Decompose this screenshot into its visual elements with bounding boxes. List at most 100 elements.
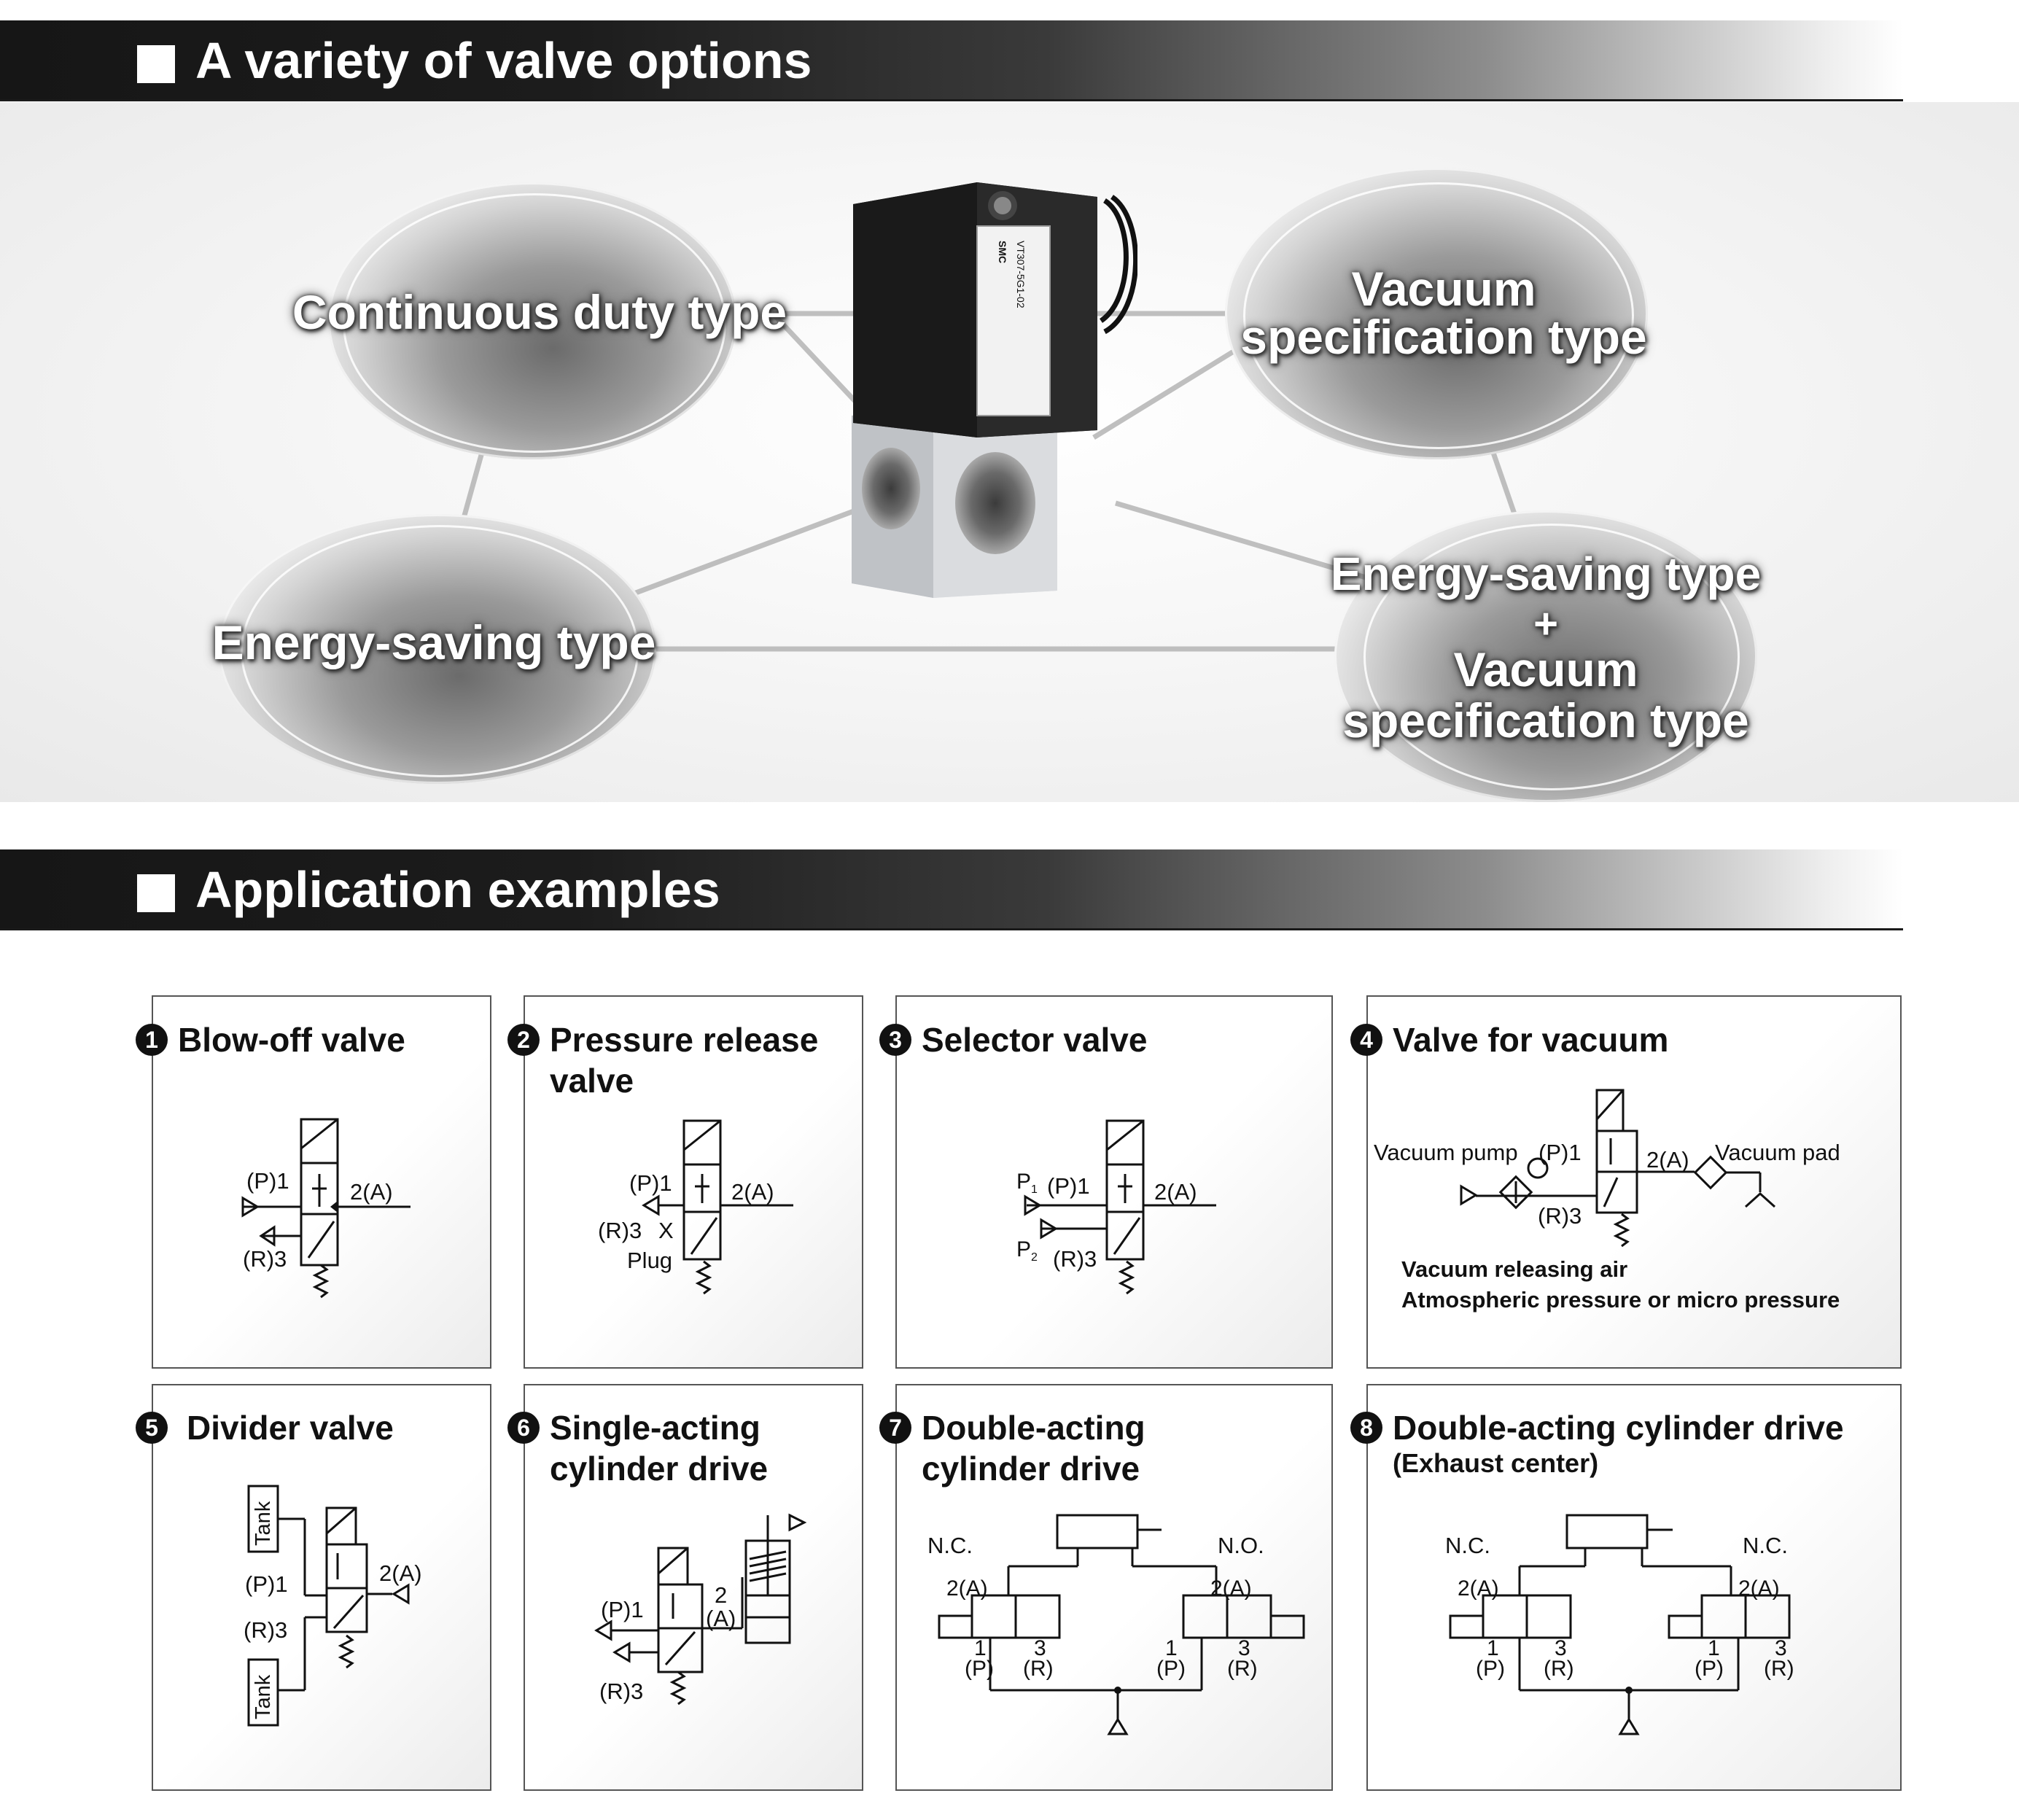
- card-title-line1: Single-acting: [550, 1409, 760, 1447]
- example-number: 3: [879, 1024, 911, 1056]
- no-label: N.O.: [1218, 1533, 1264, 1558]
- card-blow-off-valve: [152, 995, 491, 1369]
- port-3-left: 3: [1034, 1636, 1046, 1660]
- card-title: Divider valve: [187, 1409, 394, 1447]
- section-title: A variety of valve options: [195, 32, 812, 89]
- example-number: 4: [1350, 1024, 1382, 1056]
- port-r-right: (R): [1764, 1657, 1794, 1681]
- tank-label-bottom: Tank: [252, 1674, 275, 1719]
- port-3-left: 3: [1555, 1636, 1567, 1660]
- single-acting-diagram: (P)1 2 (A) (R)3: [594, 1513, 807, 1706]
- port-a2: 2(A): [1646, 1147, 1689, 1172]
- tank-label-top: Tank: [252, 1501, 275, 1546]
- blow-off-diagram: (P)1 2(A) (R)3: [241, 1118, 411, 1299]
- combo-label-line3: specification type: [1342, 693, 1749, 747]
- port-a2-right: 2(A): [1738, 1576, 1780, 1601]
- vacuum-oval-ring: [1243, 182, 1634, 449]
- card-title: Selector valve: [922, 1021, 1148, 1059]
- vacuum-pump-label: Vacuum pump: [1374, 1140, 1518, 1165]
- continuous-oval-ring: [343, 193, 726, 453]
- vacuum-label-line1: Vacuum: [1351, 262, 1536, 316]
- card-divider-valve: [152, 1384, 491, 1791]
- vacuum-diagram: Vacuum pump (P)1 2(A) Vacuum pad (R)3: [1374, 1089, 1840, 1248]
- port-a2: 2(A): [731, 1179, 774, 1205]
- example-number: 8: [1350, 1412, 1382, 1444]
- vacuum-note-line2: Atmospheric pressure or micro pressure: [1401, 1287, 1840, 1312]
- vacuum-pad-label: Vacuum pad: [1715, 1140, 1840, 1165]
- nc-label-left: N.C.: [1445, 1533, 1490, 1558]
- card-subtitle: (Exhaust center): [1393, 1448, 1599, 1478]
- nc-label-right: N.C.: [1743, 1533, 1788, 1558]
- plug-x: X: [658, 1218, 674, 1243]
- port-1-right: 1: [1708, 1636, 1720, 1660]
- selector-diagram: P1 (P)1 2(A) P2 (R)3: [1016, 1119, 1216, 1295]
- combo-label-line1: Energy-saving type: [1330, 548, 1762, 600]
- solenoid-valve-image: VT307-5G1-02 SMC: [852, 182, 1137, 598]
- vacuum-label-line2: specification type: [1240, 310, 1647, 364]
- port-r3: (R)3: [598, 1218, 642, 1243]
- port-p1: (P)1: [1047, 1173, 1090, 1199]
- port-r3: (R)3: [1053, 1246, 1097, 1272]
- port-r3: (R)3: [1538, 1203, 1582, 1229]
- divider-diagram: Tank Tank (P)1 2(A) (R)3: [244, 1485, 422, 1727]
- example-number: 5: [136, 1412, 168, 1444]
- square-bullet-icon: [137, 874, 175, 912]
- energy-oval-ring: [241, 525, 639, 777]
- port-1-left: 1: [974, 1636, 987, 1660]
- nc-label: N.C.: [927, 1533, 973, 1558]
- port-r3: (R)3: [244, 1617, 287, 1643]
- port-a: (A): [706, 1606, 736, 1631]
- port-3-right: 3: [1775, 1636, 1787, 1660]
- port-p-right: (P): [1695, 1657, 1724, 1681]
- port-a2-left: 2(A): [1458, 1576, 1499, 1601]
- combo-oval-ring: [1363, 524, 1740, 790]
- plug-label: Plug: [627, 1248, 672, 1273]
- example-number: 2: [507, 1024, 540, 1056]
- section-title: Application examples: [195, 861, 720, 918]
- port-p-left: (P): [1476, 1657, 1505, 1681]
- card-double-acting-cylinder: [895, 1384, 1333, 1791]
- port-3-right: 3: [1238, 1636, 1250, 1660]
- card-title-line2: valve: [550, 1062, 634, 1100]
- double-acting-diagram: N.C. N.O. 2(A) 2(A) 1 (P) 3 (R) 1 (P) 3 …: [927, 1514, 1305, 1735]
- port-p-left: (P): [965, 1657, 994, 1681]
- energy-saving-label: Energy-saving type: [211, 615, 656, 669]
- port-1-left: 1: [1487, 1636, 1499, 1660]
- port-2: 2: [715, 1582, 727, 1608]
- brand-marking: SMC: [997, 241, 1008, 263]
- port-a2: 2(A): [1154, 1179, 1197, 1205]
- square-bullet-icon: [137, 45, 175, 83]
- combo-label-plus: +: [1533, 600, 1558, 648]
- exhaust-center-diagram: N.C. N.C. 2(A) 2(A) 1 (P) 3 (R) 1 (P) 3 …: [1445, 1514, 1794, 1735]
- combo-label-line2: Vacuum: [1453, 642, 1638, 696]
- port-p-right: (P): [1156, 1657, 1186, 1681]
- example-number: 7: [879, 1412, 911, 1444]
- port-r3: (R)3: [599, 1679, 643, 1704]
- port-a2-left: 2(A): [946, 1576, 988, 1601]
- vacuum-note-line1: Vacuum releasing air: [1401, 1256, 1628, 1282]
- card-title-line2: cylinder drive: [550, 1450, 769, 1488]
- section-header-variety: A variety of valve options: [0, 20, 1903, 101]
- p2-label: P2: [1016, 1237, 1038, 1264]
- example-number: 1: [136, 1024, 168, 1056]
- port-p1: (P)1: [245, 1571, 288, 1597]
- card-selector-valve: [895, 995, 1333, 1369]
- example-number: 6: [507, 1412, 540, 1444]
- port-r-right: (R): [1227, 1657, 1258, 1681]
- continuous-duty-label: Continuous duty type: [292, 285, 787, 339]
- port-a2: 2(A): [379, 1560, 422, 1586]
- port-p1: (P)1: [601, 1597, 644, 1622]
- port-r-left: (R): [1544, 1657, 1574, 1681]
- card-title: Double-acting cylinder drive: [1393, 1409, 1844, 1447]
- port-1-right: 1: [1165, 1636, 1178, 1660]
- port-r3: (R)3: [243, 1246, 287, 1272]
- pressure-release-diagram: (P)1 2(A) (R)3 X Plug: [598, 1119, 793, 1295]
- port-a2-right: 2(A): [1210, 1576, 1252, 1601]
- model-marking: VT307-5G1-02: [1015, 241, 1027, 308]
- port-p1: (P)1: [629, 1170, 672, 1196]
- card-single-acting-cylinder: [524, 1384, 863, 1791]
- port-p1: (P)1: [1538, 1140, 1582, 1165]
- p1-label: P1: [1016, 1170, 1038, 1196]
- card-double-acting-exhaust-center: [1366, 1384, 1902, 1791]
- card-pressure-release-valve: [524, 995, 863, 1369]
